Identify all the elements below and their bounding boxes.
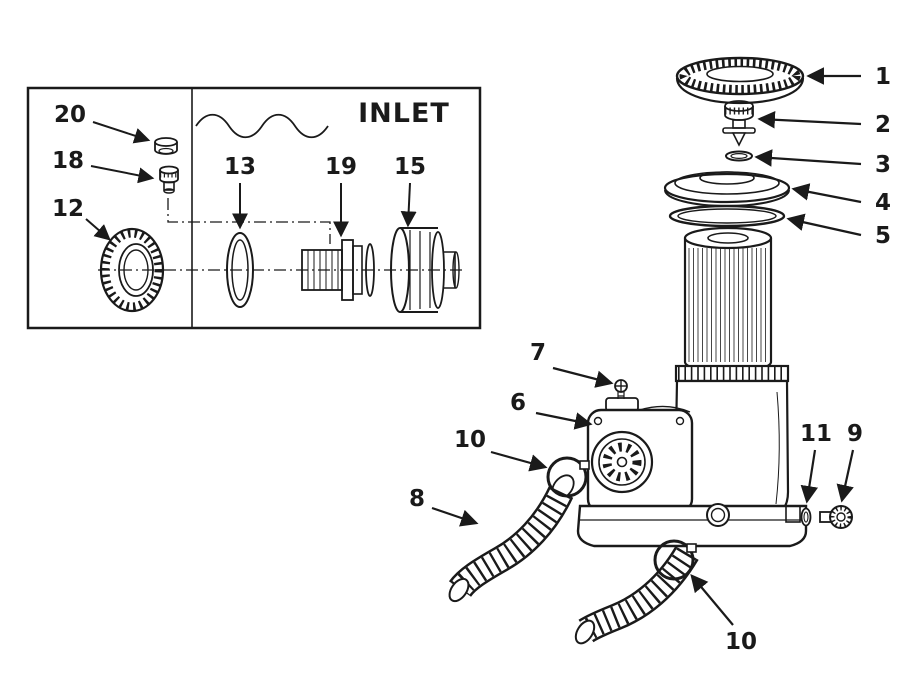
- lower-hose-drawing: [574, 545, 699, 645]
- arrow-to-part-20: [92, 121, 151, 144]
- part-label-18: 18: [52, 148, 84, 174]
- part-label-7: 7: [530, 340, 546, 366]
- part-7-screw-drawing: [614, 379, 628, 399]
- part-label-13: 13: [224, 154, 256, 180]
- part-label-1: 1: [875, 64, 891, 90]
- part-label-10-lower: 10: [725, 629, 757, 655]
- part-5-large-oring-drawing: [668, 204, 786, 228]
- arrow-to-part-18: [90, 165, 155, 184]
- part-9-drain-plug-drawing: [819, 505, 853, 529]
- water-line: [195, 113, 329, 139]
- arrow-to-part-6: [535, 411, 593, 430]
- part-8-hose-drawing: [448, 474, 575, 603]
- part-label-12: 12: [52, 196, 84, 222]
- part-1-lid-drawing: [675, 56, 805, 105]
- part-label-9: 9: [847, 421, 863, 447]
- part-10-clamp-upper-drawing: [546, 456, 590, 498]
- part-3-small-oring-drawing: [725, 150, 753, 162]
- arrow-to-part-10-upper: [490, 450, 548, 472]
- part-4-tank-cover-drawing: [663, 171, 791, 208]
- arrow-to-part-2: [757, 110, 862, 129]
- part-label-10-upper: 10: [454, 427, 486, 453]
- part-2-air-valve-drawing: [722, 100, 756, 147]
- part-label-15: 15: [394, 154, 426, 180]
- arrow-to-part-11: [800, 449, 819, 504]
- part-label-4: 4: [875, 190, 891, 216]
- arrow-to-part-9: [836, 449, 855, 503]
- centerline-branch: [167, 198, 331, 244]
- arrow-to-part-4: [791, 183, 862, 204]
- part-13-oring-drawing: [226, 232, 254, 308]
- part-15-strainer-drawing: [390, 227, 460, 313]
- part-label-6: 6: [510, 390, 526, 416]
- arrow-to-part-12: [85, 218, 111, 241]
- part-20-cap-drawing: [154, 137, 178, 155]
- arrow-to-part-8: [431, 506, 479, 527]
- part-label-11: 11: [800, 421, 832, 447]
- part-label-5: 5: [875, 223, 891, 249]
- inlet-title: INLET: [358, 98, 450, 129]
- part-18-valve-drawing: [159, 165, 179, 194]
- part-19-adapter-drawing: [301, 239, 375, 301]
- arrow-to-part-10-lower: [690, 573, 734, 626]
- arrow-to-part-3: [754, 149, 862, 167]
- part-label-3: 3: [875, 152, 891, 178]
- part-label-2: 2: [875, 112, 891, 138]
- tank-body-drawing: [673, 364, 790, 518]
- part-label-8: 8: [409, 486, 425, 512]
- part-6-pump-drawing: [586, 397, 694, 514]
- part-10-clamp-lower-drawing: [653, 539, 697, 581]
- part-12-nut-drawing: [99, 227, 165, 313]
- arrow-to-part-15: [400, 182, 417, 228]
- arrow-to-part-7: [552, 366, 614, 388]
- filter-cartridge-drawing: [683, 226, 773, 374]
- part-11-washer-drawing: [800, 507, 812, 527]
- inlet-inset-box: INLET: [26, 86, 482, 330]
- part-label-20: 20: [54, 102, 86, 128]
- arrow-to-part-5: [786, 213, 862, 237]
- part-label-19: 19: [325, 154, 357, 180]
- pump-base-drawing: [576, 503, 808, 548]
